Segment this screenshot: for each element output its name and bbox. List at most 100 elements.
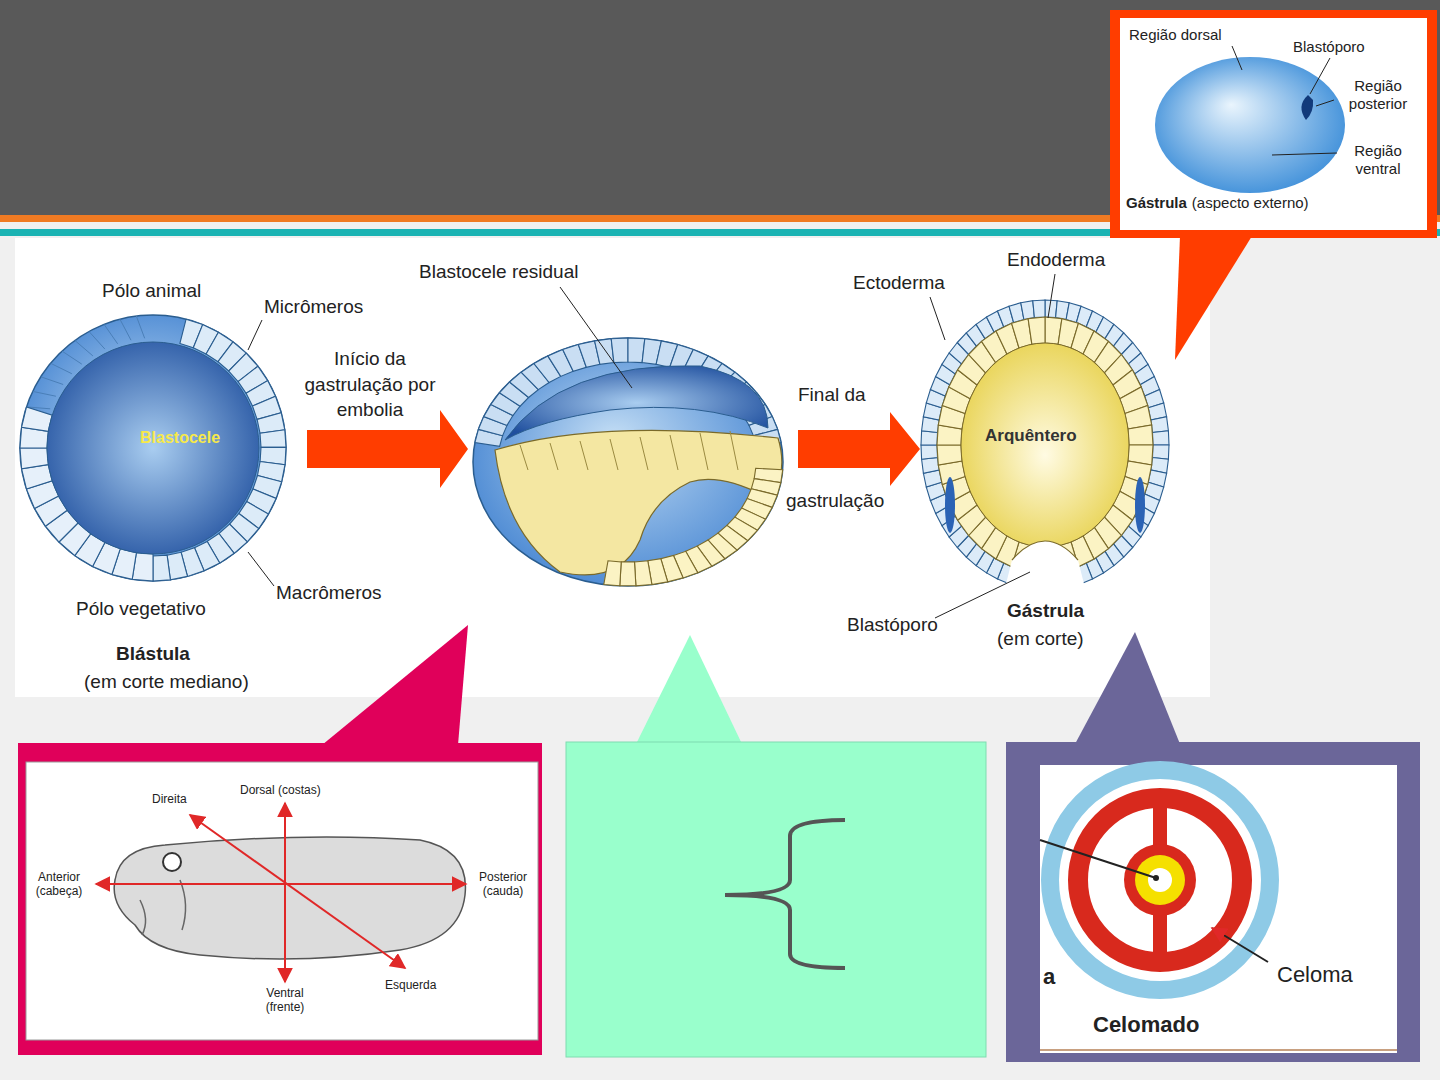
figure-title: Celomado <box>1093 1012 1199 1038</box>
gut-mesoderm <box>1124 844 1196 916</box>
leader-line <box>248 552 274 586</box>
blastocele-remnant <box>945 477 955 533</box>
leader-line <box>1272 153 1337 155</box>
axis-label: Direita <box>152 792 187 806</box>
ectoderm-cell <box>1153 445 1170 459</box>
cavity-label: Blastocele <box>140 428 220 447</box>
callout-tail <box>636 635 742 744</box>
gastrula-external <box>1155 57 1345 193</box>
part-label: Celoma <box>1277 962 1353 988</box>
pole-label: Pólo vegetativo <box>76 598 206 621</box>
leader-line <box>1212 928 1268 962</box>
stage-subtitle: (em corte) <box>997 628 1084 651</box>
part-label: a <box>1043 964 1055 990</box>
axis-label: Ventral (frente) <box>255 986 315 1015</box>
axis-label: Posterior (cauda) <box>472 870 534 899</box>
surface-cell <box>89 331 105 349</box>
blastopore-lip <box>1012 541 1078 560</box>
callout-box <box>18 743 542 1055</box>
yolk-cell-line <box>640 437 648 470</box>
tadpole-body <box>114 837 465 959</box>
external-gastrula-figure <box>1155 46 1345 193</box>
part-label: Ectoderma <box>853 272 945 295</box>
yolk-cell-line <box>520 445 528 470</box>
yolk-cell-line <box>670 435 678 470</box>
axes-figure <box>96 803 466 982</box>
callout-inner <box>1040 765 1397 1053</box>
leader-line <box>248 320 262 350</box>
early-gastrula-figure <box>473 287 783 586</box>
tadpole-eye <box>163 853 181 871</box>
pole-label: Pólo animal <box>102 280 201 303</box>
axis-arrow <box>190 815 405 968</box>
callout-box <box>1110 10 1437 238</box>
macromere-cell <box>20 448 48 469</box>
ectoderm-cell <box>1153 431 1170 445</box>
leader-line <box>1232 46 1242 70</box>
surface-cell <box>75 340 93 355</box>
part-label: Micrômeros <box>264 296 363 319</box>
ectoderm-cell <box>921 431 938 445</box>
yolk-cell-line <box>610 439 618 470</box>
figure-subtitle: (aspecto externo) <box>1192 194 1309 212</box>
endoderm-cell <box>1128 425 1153 445</box>
blastocele-residual <box>505 366 768 440</box>
endoderm-floor <box>495 430 782 575</box>
brace <box>725 820 845 968</box>
callout-inner <box>26 762 538 1040</box>
part-label: Endoderma <box>1007 249 1105 272</box>
blastopore-mark <box>1301 95 1313 120</box>
callout-tail <box>322 625 468 745</box>
surface-cell <box>51 363 72 374</box>
gut-lumen <box>1148 868 1172 892</box>
endoderm-cell <box>937 445 962 465</box>
surface-cell <box>33 391 56 396</box>
macromere-cell <box>22 407 53 432</box>
yolk-cell-line <box>580 441 588 470</box>
ectoderm-cell <box>922 458 940 474</box>
callout-inner <box>1120 18 1427 230</box>
endoderm-cell <box>620 562 636 586</box>
stage-title: Blástula <box>116 643 190 666</box>
region-label: Região ventral <box>1340 142 1416 178</box>
coelomate-figure <box>1040 770 1397 1050</box>
surface-cell <box>120 319 131 340</box>
surface-cell <box>104 324 118 343</box>
micromere-cell <box>260 430 286 448</box>
ectoderm-cell <box>611 338 628 363</box>
baseline-rule <box>1040 1049 1397 1051</box>
ectoderm-cell <box>595 339 614 365</box>
mesoderm-ring <box>1078 798 1242 962</box>
leader-line <box>560 287 632 388</box>
axis-label: Dorsal (costas) <box>240 783 321 797</box>
endoderm-cell <box>635 561 652 586</box>
region-label: Região dorsal <box>1129 26 1222 44</box>
leader-line <box>1316 100 1334 106</box>
tadpole-detail <box>140 880 186 935</box>
endoderm <box>1135 855 1185 905</box>
ectoderm-cell <box>1033 300 1045 318</box>
stage-title: Gástrula <box>1007 600 1084 623</box>
part-label: Macrômeros <box>276 582 382 605</box>
archenteron <box>961 343 1129 547</box>
stage-arrow <box>307 410 468 488</box>
step-label: Final da <box>798 384 866 407</box>
ectoderm-cell <box>921 445 938 459</box>
stage-arrow <box>798 412 920 486</box>
leader-line <box>1040 840 1156 878</box>
yolk-cell-line <box>730 431 738 470</box>
cavity-label: Arquêntero <box>985 426 1077 446</box>
axis-arrow <box>96 883 466 885</box>
blastocele <box>47 342 259 554</box>
part-label: Blastóporo <box>847 614 938 637</box>
blastopore-opening <box>1003 541 1087 596</box>
embryo-surface <box>473 338 783 586</box>
leader-line <box>1310 58 1330 94</box>
figure-panel <box>15 238 1210 697</box>
stage-subtitle: (em corte mediano) <box>84 671 249 694</box>
leader-dot <box>1153 875 1159 881</box>
axis-arrow <box>284 803 286 982</box>
